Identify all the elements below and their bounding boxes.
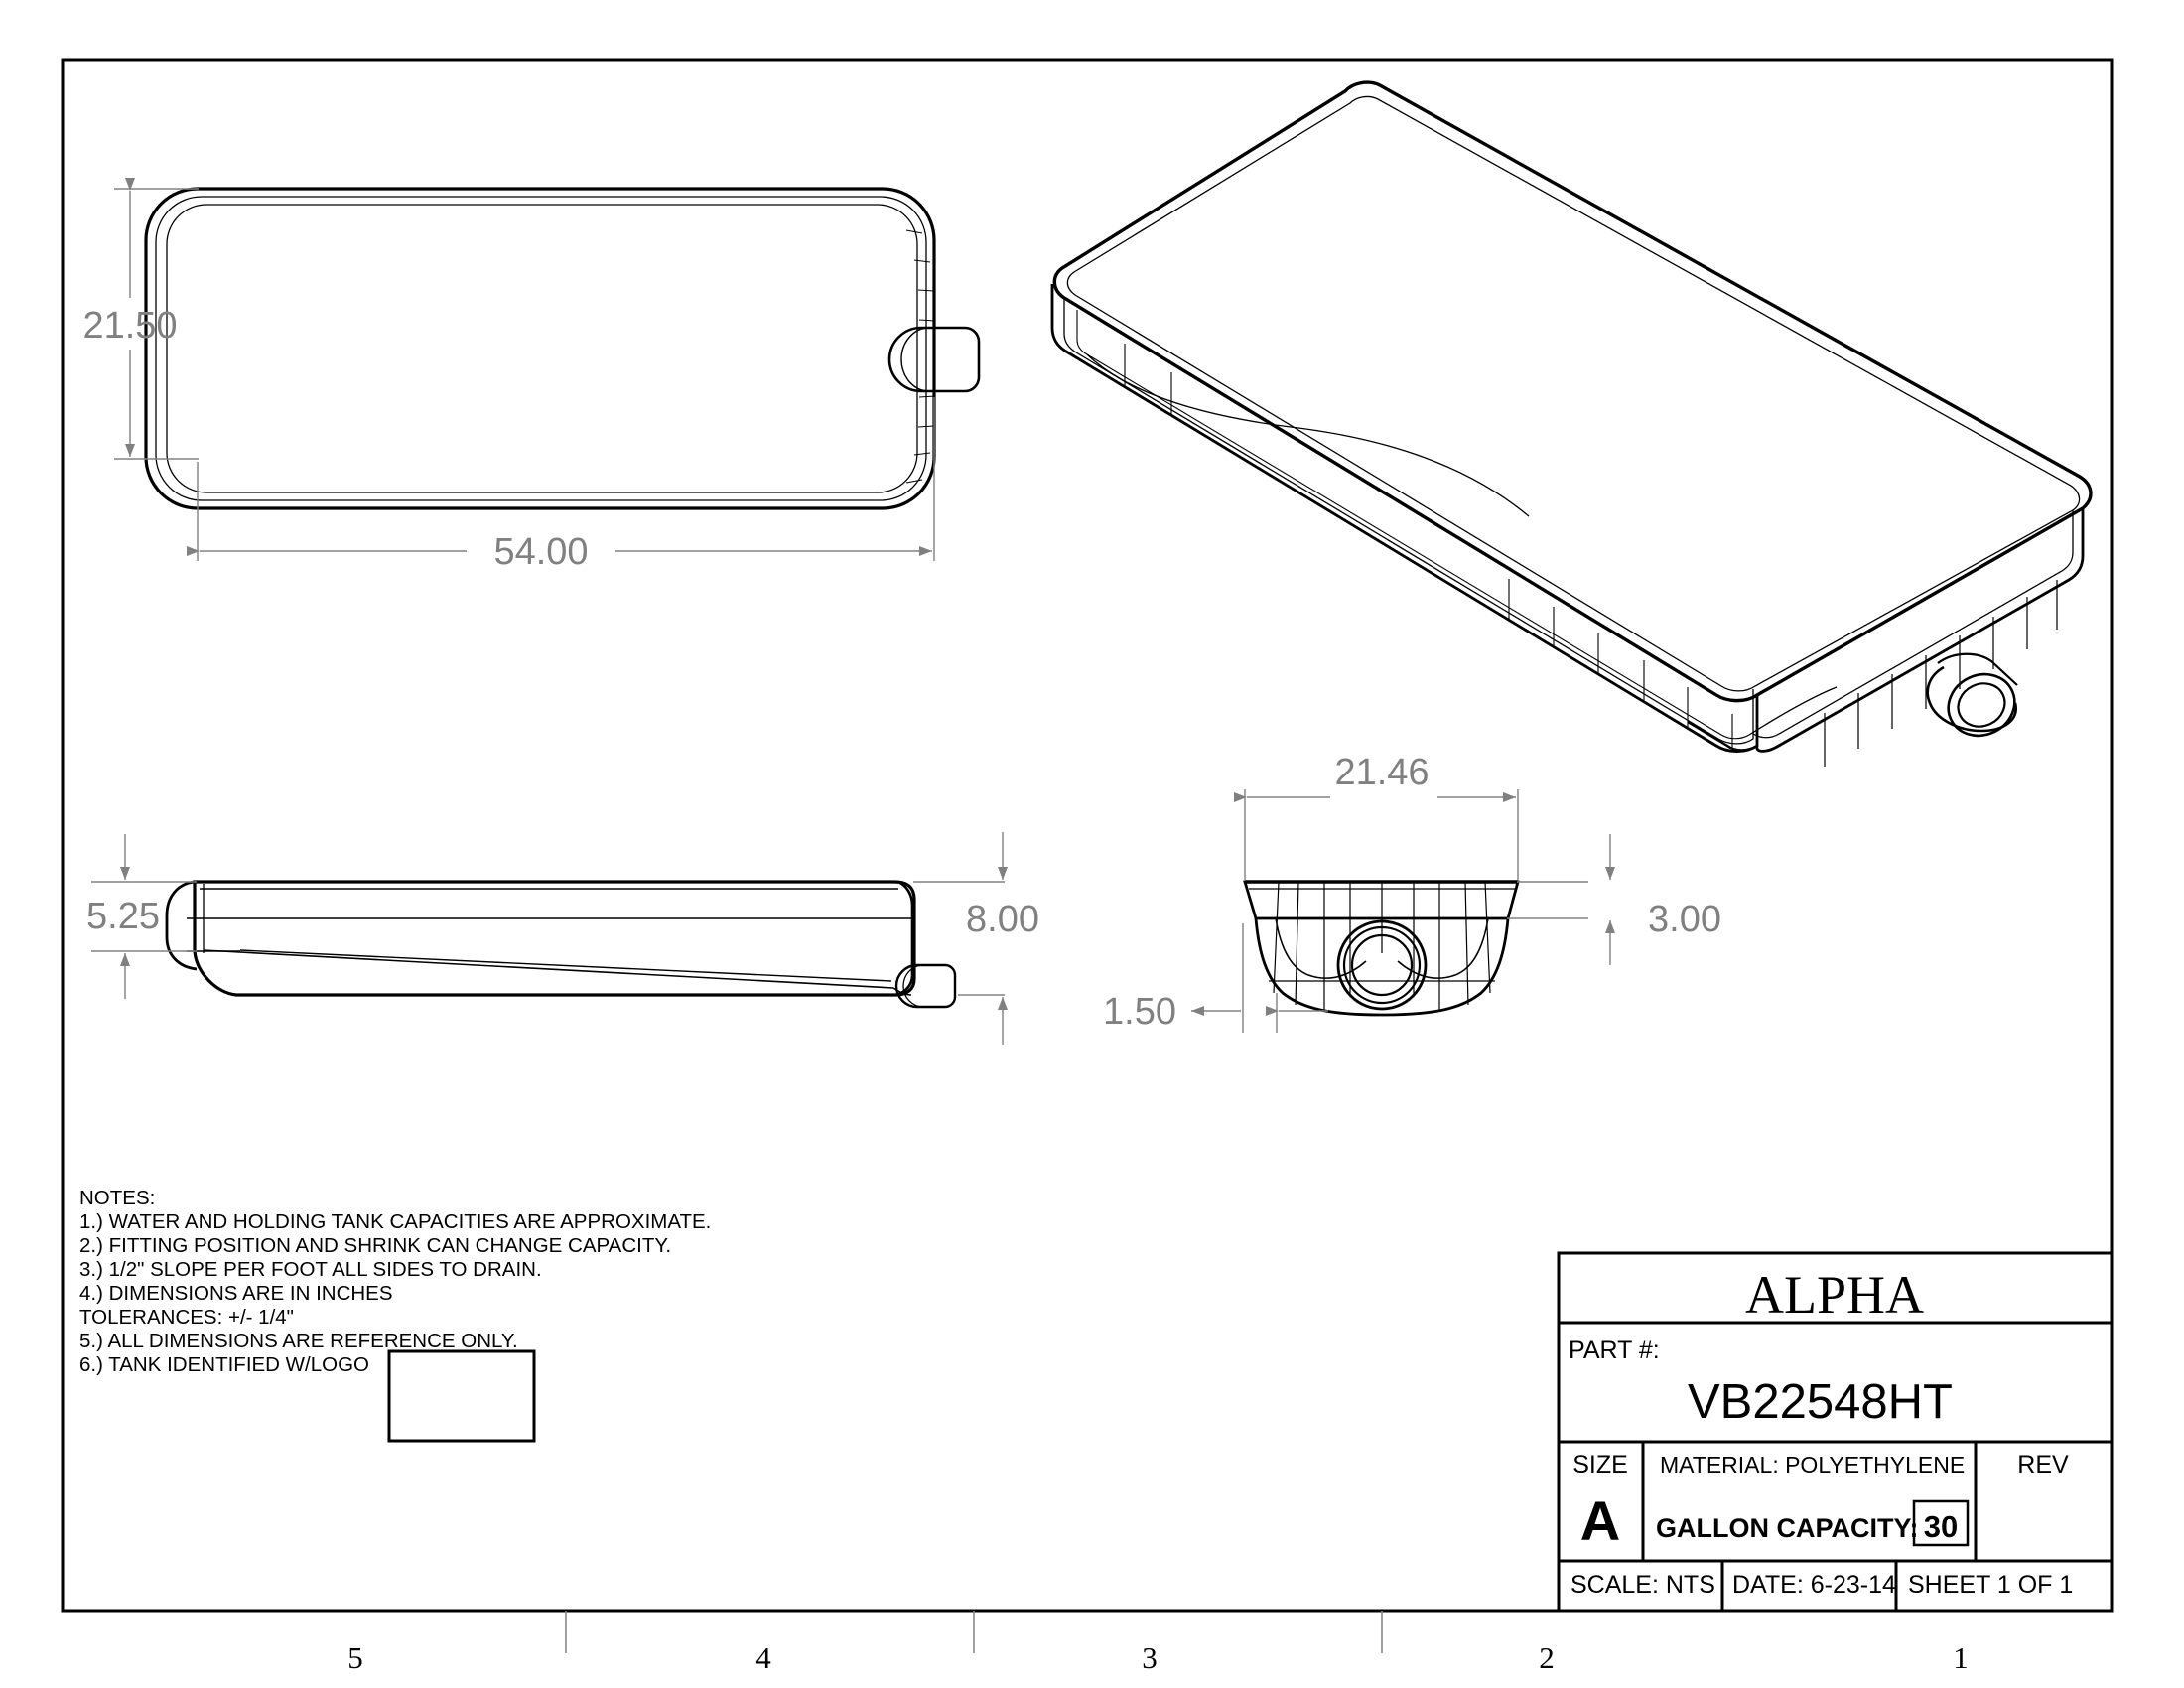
- zone-marker-row: 5 4 3 2 1: [347, 1611, 1969, 1675]
- dim-1-50: 1.50: [1103, 991, 1176, 1033]
- logo-placeholder-box: [387, 1349, 536, 1443]
- note-line-4: 4.) DIMENSIONS ARE IN INCHES: [79, 1282, 393, 1305]
- isometric-view: [1050, 80, 2093, 767]
- sheet-border: [61, 58, 2114, 1613]
- gallon-capacity-value: 30: [1924, 1509, 1958, 1544]
- dim-5-25: 5.25: [86, 896, 160, 937]
- notes-heading: NOTES:: [79, 1187, 155, 1209]
- dim-21-46: 21.46: [1334, 752, 1429, 793]
- title-block: [1557, 1251, 2114, 1613]
- zone-marker-1: 1: [1953, 1640, 1969, 1675]
- note-line-3: 3.) 1/2" SLOPE PER FOOT ALL SIDES TO DRA…: [79, 1258, 542, 1281]
- note-line-6: 5.) ALL DIMENSIONS ARE REFERENCE ONLY.: [79, 1330, 518, 1352]
- material-label: MATERIAL: POLYETHYLENE: [1660, 1452, 1965, 1477]
- end-view-dimensions: [1191, 789, 1615, 1033]
- date-value: DATE: 6-23-14: [1732, 1571, 1896, 1599]
- size-value: A: [1580, 1489, 1620, 1552]
- sheet-value: SHEET 1 OF 1: [1908, 1571, 2073, 1599]
- gallon-capacity-box: [1912, 1499, 1970, 1547]
- part-number-value: VB22548HT: [1688, 1375, 1953, 1429]
- side-view-dimensions: [91, 832, 1008, 1045]
- zone-marker-3: 3: [1142, 1640, 1158, 1675]
- side-elevation-view: [165, 880, 957, 1009]
- top-plan-view: [144, 187, 981, 510]
- dim-54-00: 54.00: [493, 531, 588, 573]
- note-line-5: TOLERANCES: +/- 1/4": [79, 1306, 294, 1329]
- note-line-2: 2.) FITTING POSITION AND SHRINK CAN CHAN…: [79, 1234, 671, 1257]
- note-line-7: 6.) TANK IDENTIFIED W/LOGO: [79, 1353, 369, 1376]
- part-number-label: PART #:: [1569, 1336, 1660, 1364]
- notes-block: NOTES: 1.) WATER AND HOLDING TANK CAPACI…: [79, 1187, 711, 1376]
- company-name: ALPHA: [1745, 1265, 1924, 1325]
- end-section-view: [1243, 880, 1520, 1017]
- top-view-dimensions: [114, 178, 935, 561]
- dim-3-00: 3.00: [1648, 899, 1721, 940]
- zone-marker-5: 5: [347, 1640, 363, 1675]
- scale-value: SCALE: NTS: [1570, 1571, 1715, 1599]
- gallon-capacity-label: GALLON CAPACITY:: [1656, 1513, 1918, 1543]
- dim-21-50: 21.50: [82, 305, 177, 347]
- note-line-1: 1.) WATER AND HOLDING TANK CAPACITIES AR…: [79, 1210, 711, 1233]
- dim-8-00: 8.00: [966, 899, 1039, 940]
- zone-marker-2: 2: [1539, 1640, 1555, 1675]
- rev-label: REV: [2017, 1451, 2069, 1478]
- size-label: SIZE: [1572, 1451, 1628, 1478]
- zone-marker-4: 4: [755, 1640, 771, 1675]
